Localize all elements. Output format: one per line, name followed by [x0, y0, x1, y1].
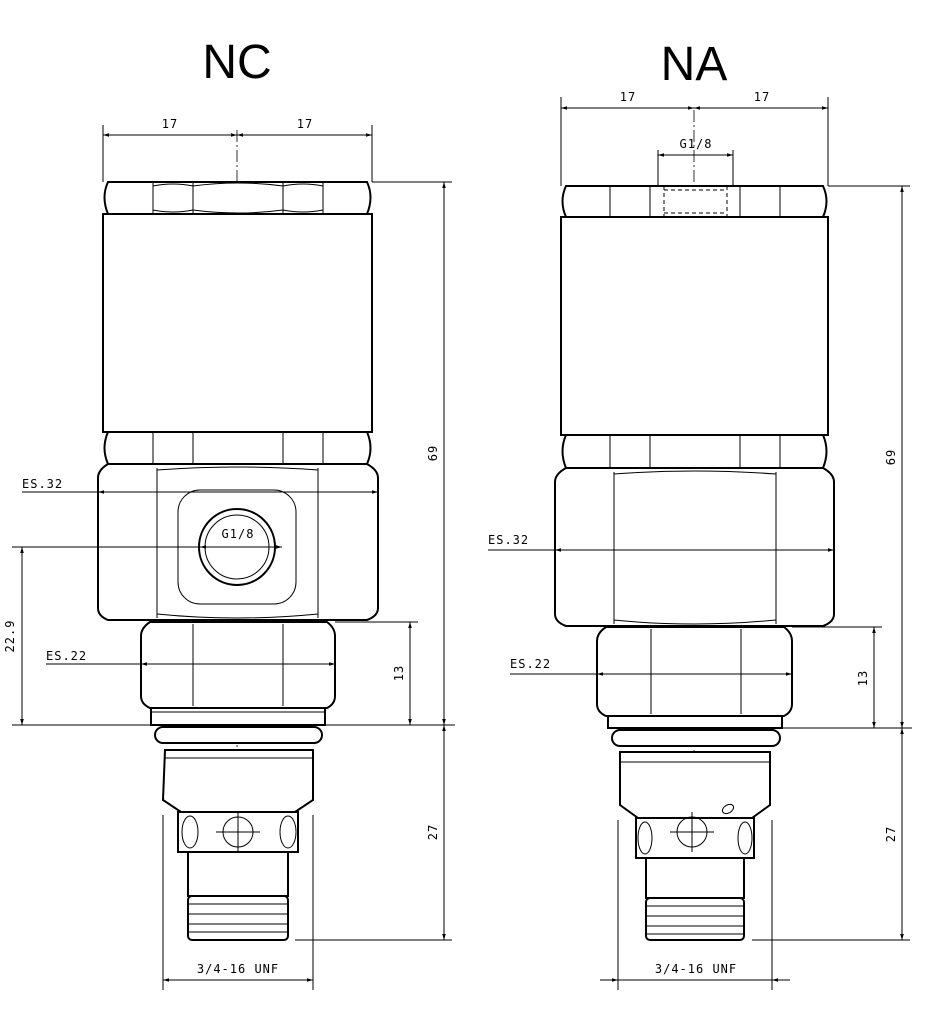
na-dim-cartridge: 27	[884, 826, 898, 842]
nc-port-label: G1/8	[222, 527, 255, 541]
nc-dim-width-left: 17	[162, 117, 178, 131]
nc-dim-hex-lower: 13	[392, 665, 406, 681]
na-dim-total: 69	[884, 449, 898, 465]
na-valve-drawing: NA 17 17 G1/8	[488, 38, 912, 990]
nc-hex-lower-label: ES.22	[46, 649, 87, 663]
nc-dim-width-right: 17	[297, 117, 313, 131]
na-dim-hex-lower: 13	[856, 670, 870, 686]
na-dim-width-left: 17	[620, 90, 636, 104]
na-title: NA	[661, 38, 728, 91]
nc-title: NC	[202, 36, 271, 89]
nc-dim-cartridge: 27	[426, 824, 440, 840]
nc-dim-total: 69	[426, 445, 440, 461]
na-thread-label: 3/4-16 UNF	[655, 962, 737, 976]
na-dim-width-right: 17	[754, 90, 770, 104]
na-port-label: G1/8	[680, 137, 713, 151]
nc-dim-port-height: 22.9	[3, 620, 17, 653]
na-hex-main-label: ES.32	[488, 533, 529, 547]
nc-valve-drawing: NC 17 17 G1/8	[3, 36, 455, 990]
nc-thread-label: 3/4-16 UNF	[197, 962, 279, 976]
na-hex-lower-label: ES.22	[510, 657, 551, 671]
nc-hex-main-label: ES.32	[22, 477, 63, 491]
